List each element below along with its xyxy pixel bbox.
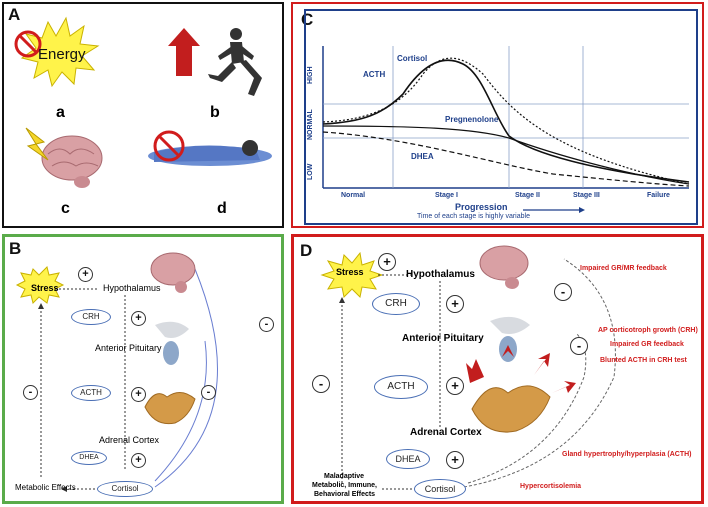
no-sign-icon <box>14 30 42 58</box>
pituitary-icon <box>490 316 530 362</box>
runner-icon <box>208 28 262 96</box>
maladaptive-label: Maladaptive <box>324 473 365 480</box>
impaired-gr-label: Impaired GR feedback <box>610 341 684 348</box>
x-tick-label: Failure <box>647 192 670 199</box>
plus-circle: + <box>446 377 464 395</box>
enlargement-arrows-icon <box>466 345 576 393</box>
panel-d-arrows <box>320 245 616 490</box>
sublabel-b: b <box>210 104 220 121</box>
plus-circle: + <box>131 387 146 402</box>
blunted-acth-label: Blunted ACTH in CRH test <box>600 357 687 364</box>
maladaptive-label-line2: Metabolic, Immune, <box>312 482 377 489</box>
plus-circle: + <box>378 253 396 271</box>
dhea-oval: DHEA <box>71 451 107 465</box>
gland-hypertrophy-label: Gland hypertrophy/hyperplasia (ACTH) <box>562 451 692 458</box>
acth-oval: ACTH <box>374 375 428 399</box>
anterior-pituitary-label: Anterior Pituitary <box>95 343 162 353</box>
panel-d: D Stress + Hypothalamus CRH + Anteri <box>291 234 704 504</box>
anterior-pituitary-label: Anterior Pituitary <box>402 333 484 344</box>
up-arrow-icon <box>168 28 200 76</box>
cortisol-oval: Cortisol <box>414 479 466 499</box>
stage-note: Time of each stage is highly variable <box>417 213 530 220</box>
no-sign-icon <box>153 130 185 162</box>
panel-letter: A <box>8 5 21 24</box>
y-label-high: HIGH <box>307 66 314 85</box>
brain-icon <box>479 245 529 289</box>
acth-curve <box>322 57 690 185</box>
panel-b-arrows <box>15 252 218 492</box>
stress-starburst-icon <box>15 266 65 304</box>
impaired-grmr-label: Impaired GR/MR feedback <box>580 265 667 272</box>
sublabel-d: d <box>217 200 227 217</box>
plus-circle: + <box>131 311 146 326</box>
energy-starburst-icon <box>20 16 100 88</box>
acth-label: ACTH <box>363 70 386 79</box>
x-tick-label: Normal <box>341 192 366 199</box>
adrenal-cortex-label: Adrenal Cortex <box>99 435 160 445</box>
maladaptive-label-line3: Behavioral Effects <box>314 491 376 498</box>
hypothalamus-label: Hypothalamus <box>103 283 161 293</box>
sublabel-c: c <box>61 200 70 217</box>
stress-label: Stress <box>336 267 364 277</box>
panel-a-drawings <box>14 16 272 188</box>
minus-circle: - <box>201 385 216 400</box>
hypercortisolemia-label: Hypercortisolemia <box>520 483 582 490</box>
cortisol-oval: Cortisol <box>97 481 153 497</box>
stress-starburst-icon <box>320 251 384 299</box>
dhea-oval: DHEA <box>386 449 430 469</box>
panel-b: B Stress + Hypothalamus CRH + Anterior P… <box>2 234 284 504</box>
adrenal-gland-icon <box>144 392 196 425</box>
minus-circle: - <box>554 283 572 301</box>
panel-c: C HIGH NORMAL LOW ACTH Cortisol Pregneno… <box>291 2 704 228</box>
brain-icon <box>150 252 196 293</box>
cortisol-curve <box>322 59 690 183</box>
plus-circle: + <box>78 267 93 282</box>
sublabel-a: a <box>56 104 65 121</box>
brain-icon <box>41 135 103 188</box>
x-tick-label: Stage III <box>573 192 600 199</box>
hypothalamus-label: Hypothalamus <box>406 269 475 280</box>
panel-letter: B <box>9 239 22 258</box>
plus-circle: + <box>131 453 146 468</box>
pregnenolone-curve <box>322 125 690 185</box>
crh-oval: CRH <box>71 309 111 325</box>
adrenal-cortex-label: Adrenal Cortex <box>410 427 482 438</box>
plus-circle: + <box>446 451 464 469</box>
acth-oval: ACTH <box>71 385 111 401</box>
hormone-curve-chart <box>304 9 698 225</box>
minus-circle: - <box>570 337 588 355</box>
dhea-curve <box>322 131 690 187</box>
stress-label: Stress <box>31 283 59 293</box>
metabolic-effects-label: Metabolic Effects <box>15 483 76 492</box>
minus-circle: - <box>312 375 330 393</box>
minus-circle: - <box>23 385 38 400</box>
plus-circle: + <box>446 295 464 313</box>
y-label-normal: NORMAL <box>307 109 314 140</box>
adrenal-gland-icon <box>471 385 551 433</box>
x-tick-label: Stage I <box>435 192 458 199</box>
lying-person-icon <box>148 140 272 166</box>
lightning-icon <box>25 127 49 161</box>
x-tick-label: Stage II <box>515 192 540 199</box>
progression-label: Progression <box>455 202 508 212</box>
panel-letter: D <box>300 241 313 260</box>
pituitary-icon <box>155 321 189 365</box>
dhea-label: DHEA <box>411 152 434 161</box>
crh-oval: CRH <box>372 293 420 315</box>
cortisol-label: Cortisol <box>397 54 428 63</box>
minus-circle: - <box>259 317 274 332</box>
y-label-low: LOW <box>307 163 314 180</box>
panel-a: A Energy a b <box>2 2 284 228</box>
pregnenolone-label: Pregnenolone <box>445 115 499 124</box>
energy-label: Energy <box>38 46 86 63</box>
ap-growth-label: AP corticotroph growth (CRH) <box>598 327 698 334</box>
